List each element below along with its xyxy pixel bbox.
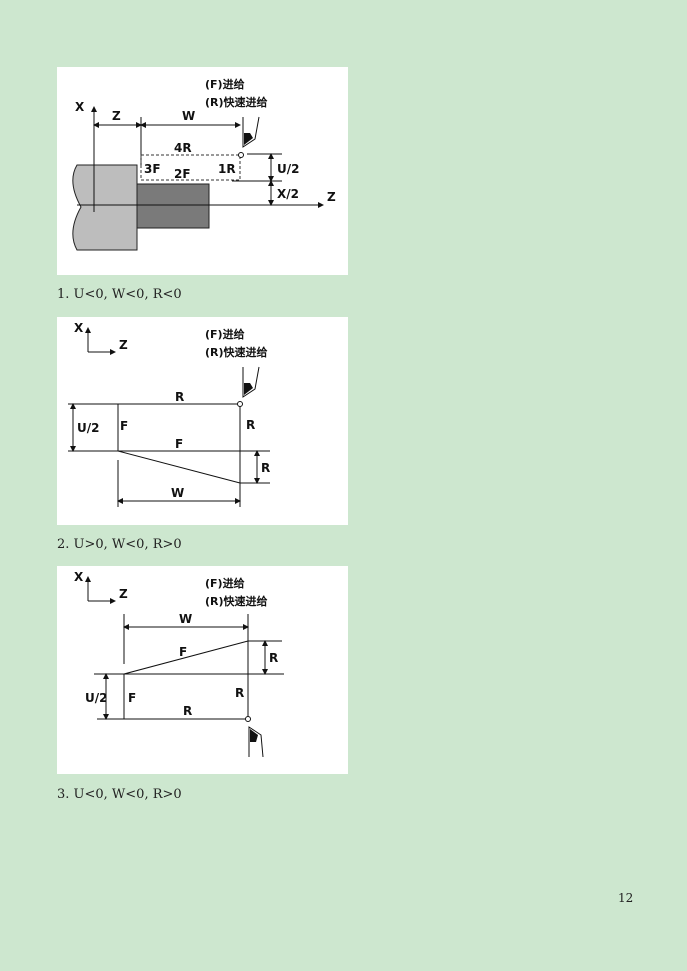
dim-r-label: R xyxy=(261,461,270,475)
z-axis-label: Z xyxy=(327,190,336,204)
legend-rapid: (R)快速进给 xyxy=(205,594,268,608)
page-number: 12 xyxy=(618,891,634,905)
step-1-label: 1R xyxy=(218,162,236,176)
z-dim-label: Z xyxy=(112,109,121,123)
w-dim-label: W xyxy=(179,612,192,626)
u-half-label: U/2 xyxy=(77,421,99,435)
step-3-label: 3F xyxy=(144,162,161,176)
left-f-label: F xyxy=(128,691,136,705)
taper-f-label: F xyxy=(179,645,187,659)
w-dim-label: W xyxy=(171,486,184,500)
cutting-tool-icon xyxy=(248,726,264,758)
right-r-label: R xyxy=(246,418,255,432)
figure-2-diagram: X Z R F F R R U/2 W (F)进给 (R)快速进给 xyxy=(57,317,348,525)
step-4-label: 4R xyxy=(174,141,192,155)
u-half-label: U/2 xyxy=(85,691,107,705)
workpiece-shaft xyxy=(136,183,210,229)
z-axis-label: Z xyxy=(119,587,128,601)
legend-rapid: (R)快速进给 xyxy=(205,95,268,109)
legend-feed: (F)进给 xyxy=(205,77,245,91)
w-dim-label: W xyxy=(182,109,195,123)
z-axis-label: Z xyxy=(119,338,128,352)
x-axis-label: X xyxy=(74,321,84,335)
figure-3-diagram: X Z W F R R F R U/2 (F)进给 (R)快速进给 xyxy=(57,566,348,774)
cutting-tool-icon xyxy=(242,116,260,148)
bottom-r-label: R xyxy=(183,704,192,718)
figure-3-caption: 3. U<0, W<0, R>0 xyxy=(57,787,182,802)
top-r-label: R xyxy=(175,390,184,404)
workpiece-body xyxy=(72,164,138,251)
x-axis-label: X xyxy=(74,570,84,584)
u-half-label: U/2 xyxy=(277,162,299,176)
legend-rapid: (R)快速进给 xyxy=(205,345,268,359)
mid-f-label: F xyxy=(175,437,183,451)
dim-r-label: R xyxy=(269,651,278,665)
left-f-label: F xyxy=(120,419,128,433)
legend-feed: (F)进给 xyxy=(205,327,245,341)
cutting-tool-icon xyxy=(242,366,260,398)
x-half-label: X/2 xyxy=(277,187,299,201)
figure-1-diagram: X Z Z W 4R 3F 2F 1R U/2 X/2 (F)进给 (R)快速进… xyxy=(57,67,348,275)
figure-2-caption: 2. U>0, W<0, R>0 xyxy=(57,537,182,552)
right-r-label: R xyxy=(235,686,244,700)
x-axis-label: X xyxy=(75,100,85,114)
legend-feed: (F)进给 xyxy=(205,576,245,590)
step-2-label: 2F xyxy=(174,167,191,181)
figure-1-caption: 1. U<0, W<0, R<0 xyxy=(57,287,182,302)
